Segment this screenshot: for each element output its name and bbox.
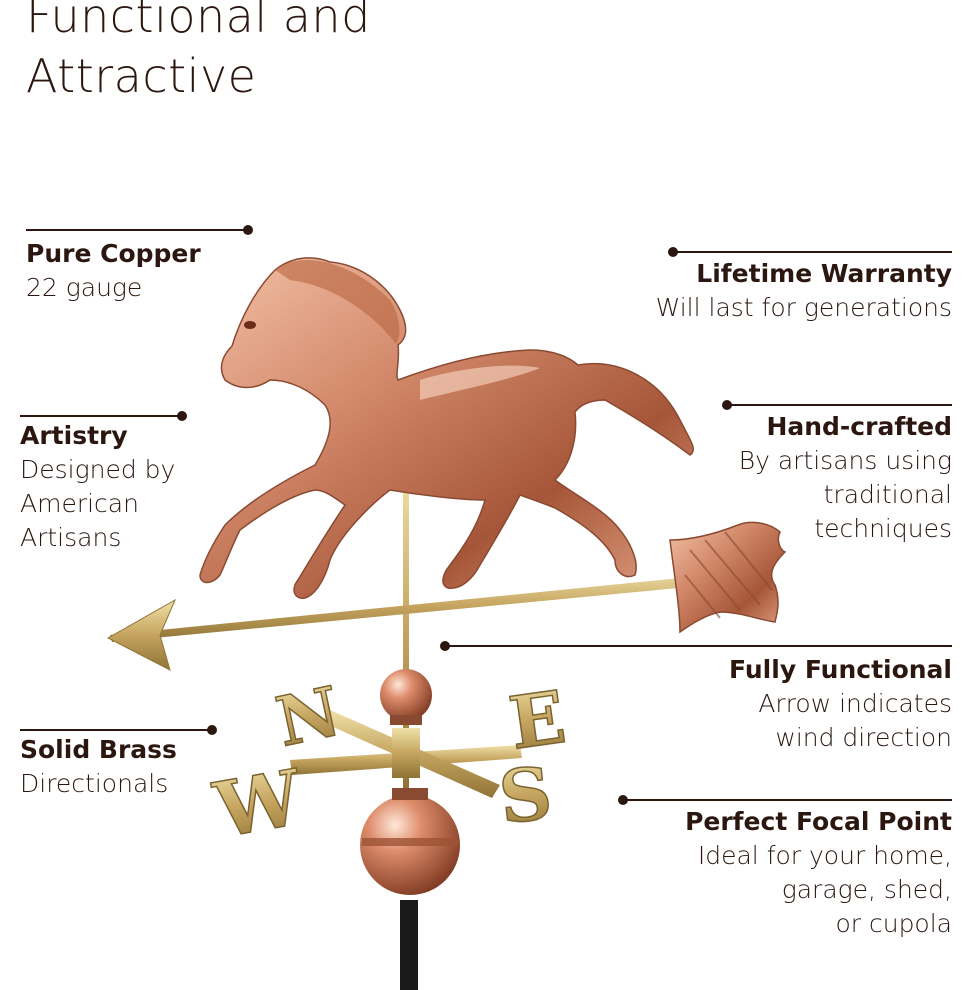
callout-body: 22 gauge xyxy=(26,273,143,302)
callout-fully-functional: Fully Functional Arrow indicates wind di… xyxy=(440,641,952,755)
callout-body: Arrow indicates wind direction xyxy=(758,689,952,752)
page-title: Functional and Attractive xyxy=(26,0,371,106)
horse-weathervane-illustration: N E S W xyxy=(106,257,787,990)
callout-heading: Perfect Focal Point xyxy=(685,807,952,836)
callout-solid-brass: Solid Brass Directionals xyxy=(20,725,220,801)
title-line-1: Functional and xyxy=(26,0,371,43)
callout-heading: Lifetime Warranty xyxy=(696,259,952,288)
callout-body: By artisans using traditional techniques xyxy=(738,446,952,543)
wind-arrow xyxy=(106,521,787,671)
callout-perfect-focal-point: Perfect Focal Point Ideal for your home,… xyxy=(618,795,952,941)
letter-w: W xyxy=(208,752,310,855)
callout-artistry: Artistry Designed by American Artisans xyxy=(20,411,190,555)
callout-body: Ideal for your home, garage, shed, or cu… xyxy=(697,841,952,938)
callout-heading: Pure Copper xyxy=(26,239,201,268)
callout-body: Directionals xyxy=(20,769,169,798)
callout-heading: Artistry xyxy=(20,421,128,450)
letter-e: E xyxy=(504,674,570,766)
callout-heading: Solid Brass xyxy=(20,735,177,764)
callout-body: Designed by American Artisans xyxy=(20,455,176,552)
letter-n: N xyxy=(270,672,347,763)
callout-heading: Hand-crafted xyxy=(766,412,952,441)
horse-figure xyxy=(199,257,694,599)
letter-s: S xyxy=(495,750,556,840)
mounting-pole xyxy=(400,900,418,990)
callout-body: Will last for generations xyxy=(655,293,952,322)
compass-directionals: N E S W xyxy=(207,671,571,856)
callout-pure-copper: Pure Copper 22 gauge xyxy=(26,225,256,305)
title-line-2: Attractive xyxy=(26,49,257,103)
callout-heading: Fully Functional xyxy=(729,655,952,684)
upper-copper-ball xyxy=(380,669,432,721)
callout-hand-crafted: Hand-crafted By artisans using tradition… xyxy=(702,400,952,546)
callout-lifetime-warranty: Lifetime Warranty Will last for generati… xyxy=(612,247,952,325)
vertical-rod xyxy=(403,470,409,790)
